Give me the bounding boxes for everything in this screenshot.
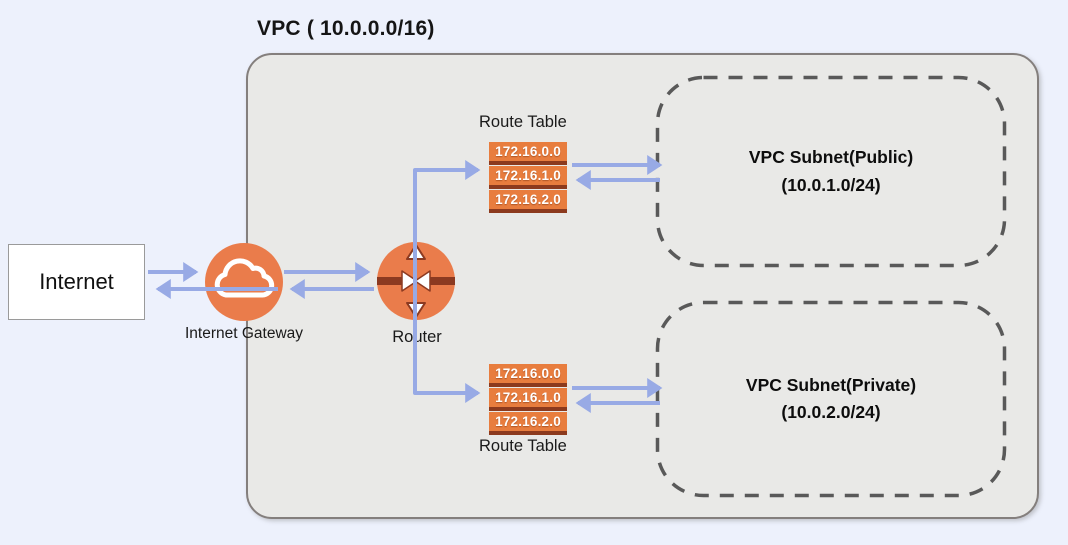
internet-label: Internet: [39, 269, 114, 294]
internet-gateway-node: [205, 243, 283, 326]
cloud-icon: [205, 243, 283, 321]
route-entry: 172.16.1.0: [489, 166, 567, 189]
route-entry: 172.16.0.0: [489, 364, 567, 387]
internet-box: Internet: [8, 244, 145, 320]
router-arrows-icon: [377, 242, 455, 320]
route-entry: 172.16.1.0: [489, 388, 567, 411]
route-entry: 172.16.0.0: [489, 142, 567, 165]
route-entry: 172.16.2.0: [489, 190, 567, 213]
vpc-title: VPC ( 10.0.0.0/16): [257, 17, 435, 40]
subnet-public-cidr: (10.0.1.0/24): [781, 174, 881, 195]
subnet-public-dashed-border: [655, 75, 1007, 268]
subnet-private: VPC Subnet(Private) (10.0.2.0/24): [655, 300, 1007, 498]
route-table-top-label: Route Table: [479, 113, 567, 131]
subnet-private-dashed-border: [655, 300, 1007, 498]
route-table-bottom: 172.16.0.0 172.16.1.0 172.16.2.0: [489, 364, 567, 435]
subnet-public-name: VPC Subnet(Public): [748, 147, 914, 168]
subnet-private-cidr: (10.0.2.0/24): [781, 402, 881, 422]
route-table-top: 172.16.0.0 172.16.1.0 172.16.2.0: [489, 142, 567, 213]
subnet-public: VPC Subnet(Public) (10.0.1.0/24): [655, 75, 1007, 268]
router-label: Router: [392, 328, 442, 346]
internet-gateway-label: Internet Gateway: [184, 325, 304, 342]
route-table-bottom-label: Route Table: [479, 437, 567, 455]
router-node: [377, 242, 455, 325]
route-entry: 172.16.2.0: [489, 412, 567, 435]
subnet-private-name: VPC Subnet(Private): [745, 374, 917, 395]
